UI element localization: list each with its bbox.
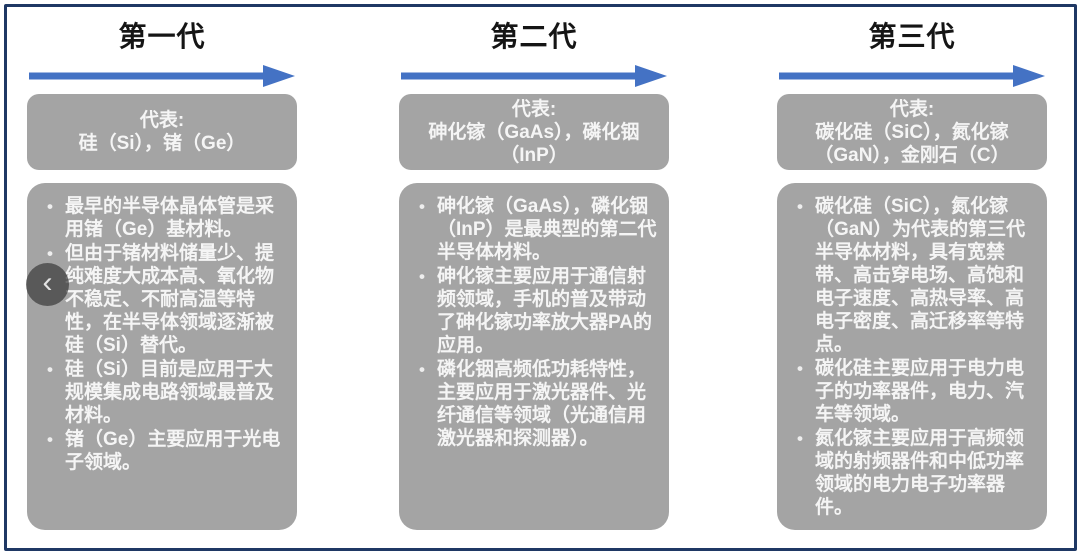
representative-materials: 砷化镓（GaAs），磷化铟（InP）	[428, 121, 640, 166]
detail-bullet-list: 碳化硅（SiC），氮化镓（GaN）为代表的第三代半导体材料，具有宽禁带、高击穿电…	[789, 195, 1039, 519]
detail-bullet: 氮化镓主要应用于高频领域的射频器件和中低功率领域的电力电子功率器件。	[789, 427, 1039, 519]
generation-column-3: 第三代 代表: 碳化硅（SiC），氮化镓（GaN），金刚石（C） 碳化硅（SiC…	[777, 18, 1047, 530]
detail-bullet: 砷化镓（GaAs），磷化铟（InP）是最典型的第二代半导体材料。	[411, 195, 661, 264]
generation-title: 第三代	[868, 21, 956, 52]
detail-bullet: 碳化硅（SiC），氮化镓（GaN）为代表的第三代半导体材料，具有宽禁带、高击穿电…	[789, 195, 1039, 356]
generation-column-2: 第二代 代表: 砷化镓（GaAs），磷化铟（InP） 砷化镓（GaAs），磷化铟…	[399, 18, 669, 530]
details-box: 最早的半导体晶体管是采用锗（Ge）基材料。 但由于锗材料储量少、提纯难度大成本高…	[27, 183, 297, 530]
detail-bullet: 碳化硅主要应用于电力电子的功率器件，电力、汽车等领域。	[789, 357, 1039, 426]
detail-bullet-list: 砷化镓（GaAs），磷化铟（InP）是最典型的第二代半导体材料。 砷化镓主要应用…	[411, 195, 661, 450]
detail-bullet-list: 最早的半导体晶体管是采用锗（Ge）基材料。 但由于锗材料储量少、提纯难度大成本高…	[39, 195, 289, 474]
right-arrow-icon	[779, 65, 1045, 87]
detail-bullet: 硅（Si）目前是应用于大规模集成电路领域最普及材料。	[39, 358, 289, 427]
details-box: 砷化镓（GaAs），磷化铟（InP）是最典型的第二代半导体材料。 砷化镓主要应用…	[399, 183, 669, 530]
detail-bullet: 砷化镓主要应用于通信射频领域，手机的普及带动了砷化镓功率放大器PA的应用。	[411, 265, 661, 357]
right-arrow-icon	[29, 65, 295, 87]
representative-label: 代表:	[139, 110, 185, 131]
representative-materials: 硅（Si），锗（Ge）	[78, 133, 246, 154]
detail-bullet: 但由于锗材料储量少、提纯难度大成本高、氧化物不稳定、不耐高温等特性，在半导体领域…	[39, 242, 289, 357]
prev-image-button[interactable]: ‹	[26, 263, 69, 306]
generation-title: 第二代	[490, 21, 578, 52]
generation-column-1: 第一代 代表: 硅（Si），锗（Ge） 最早的半导体晶体管是采用锗（Ge）基材料…	[27, 18, 297, 530]
detail-bullet: 锗（Ge）主要应用于光电子领域。	[39, 428, 289, 474]
representative-label: 代表:	[889, 98, 935, 120]
representative-box: 代表: 砷化镓（GaAs），磷化铟（InP）	[399, 94, 669, 170]
representative-materials: 碳化硅（SiC），氮化镓（GaN），金刚石（C）	[814, 121, 1010, 166]
chevron-left-icon: ‹	[42, 265, 53, 299]
representative-label: 代表:	[511, 98, 557, 120]
representative-box: 代表: 硅（Si），锗（Ge）	[27, 94, 297, 170]
detail-bullet: 最早的半导体晶体管是采用锗（Ge）基材料。	[39, 195, 289, 241]
representative-box: 代表: 碳化硅（SiC），氮化镓（GaN），金刚石（C）	[777, 94, 1047, 170]
detail-bullet: 磷化铟高频低功耗特性，主要应用于激光器件、光纤通信等领域（光通信用激光器和探测器…	[411, 358, 661, 450]
right-arrow-icon	[401, 65, 667, 87]
generation-title: 第一代	[118, 21, 206, 52]
details-box: 碳化硅（SiC），氮化镓（GaN）为代表的第三代半导体材料，具有宽禁带、高击穿电…	[777, 183, 1047, 530]
